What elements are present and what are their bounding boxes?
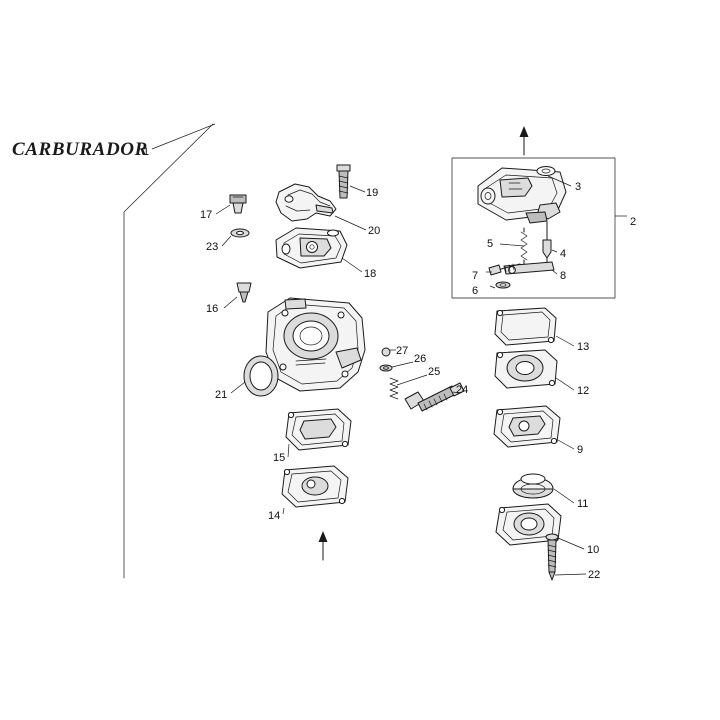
part-22-screw <box>545 533 559 581</box>
carburetor-main-body <box>265 297 366 392</box>
callout-19: 19 <box>366 187 379 199</box>
part-11-primer-bulb <box>512 473 554 499</box>
callout-7: 7 <box>472 270 479 282</box>
callout-2: 2 <box>630 216 637 228</box>
callout-12: 12 <box>577 385 590 397</box>
callout-10: 10 <box>587 544 600 556</box>
leader-lines <box>151 123 627 576</box>
part-24-needle-valve <box>404 382 465 412</box>
callout-18: 18 <box>364 268 377 280</box>
callout-26: 26 <box>414 353 427 365</box>
frame-border <box>123 123 214 579</box>
part-21-o-ring <box>243 355 279 397</box>
part-14-diaphragm <box>281 465 349 508</box>
callout-22: 22 <box>588 569 601 581</box>
part-16-valve-screw <box>236 282 252 303</box>
part-18-metering-body <box>275 227 348 269</box>
callout-3: 3 <box>575 181 582 193</box>
part-23-washer <box>230 228 250 238</box>
callout-17: 17 <box>200 209 213 221</box>
callout-25: 25 <box>428 366 441 378</box>
part-20-throttle-lever <box>275 183 337 222</box>
assembly-arrows <box>318 126 529 561</box>
part-25-spring <box>389 377 399 400</box>
part-4-needle-lever <box>542 221 552 267</box>
part-13-gasket <box>494 307 557 346</box>
part-27-ball <box>381 347 391 357</box>
callout-6: 6 <box>472 285 479 297</box>
part-12-diaphragm <box>494 349 558 389</box>
part-3-cover-plate <box>477 166 567 224</box>
part-19-screw <box>336 164 351 199</box>
part-8-lever-arm <box>503 261 555 275</box>
part-10-pump-cover <box>495 503 562 546</box>
callout-23: 23 <box>206 241 219 253</box>
callout-13: 13 <box>577 341 590 353</box>
page-title: CARBURADOR <box>12 139 148 160</box>
part-9-pump-body <box>493 405 561 448</box>
part-26-washer <box>379 364 393 372</box>
callout-15: 15 <box>273 452 286 464</box>
part-6-7-screw <box>488 263 521 289</box>
callout-21: 21 <box>215 389 228 401</box>
callout-11: 11 <box>577 498 589 510</box>
callout-9: 9 <box>577 444 584 456</box>
callout-27: 27 <box>396 345 409 357</box>
callout-8: 8 <box>560 270 567 282</box>
part-15-gasket <box>285 408 352 451</box>
part-17-adjuster-screw <box>229 194 247 214</box>
callout-4: 4 <box>560 248 567 260</box>
callout-24: 24 <box>456 384 469 396</box>
callout-1: 1 <box>143 146 150 158</box>
callout-20: 20 <box>368 225 381 237</box>
callout-14: 14 <box>268 510 281 522</box>
assembly-2-box <box>451 157 616 299</box>
callout-5: 5 <box>487 238 494 250</box>
part-5-spring <box>520 227 528 267</box>
callout-16: 16 <box>206 303 219 315</box>
